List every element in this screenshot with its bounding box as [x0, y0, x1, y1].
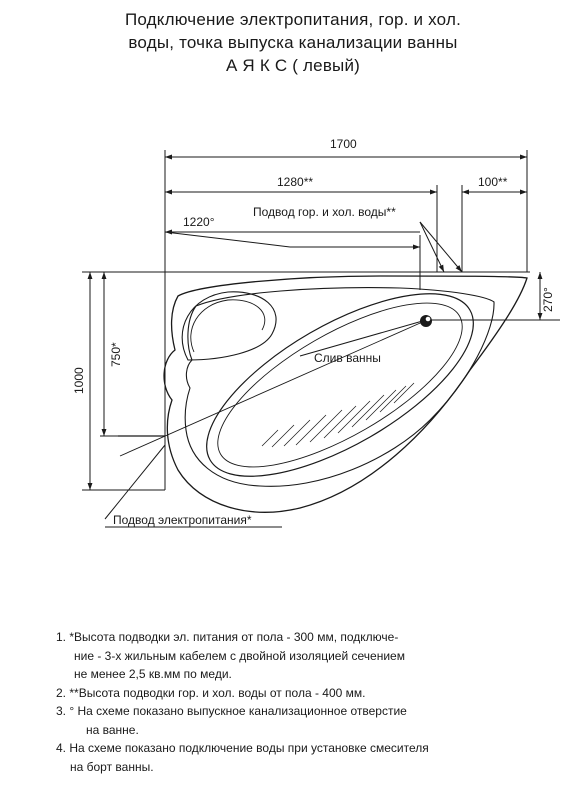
leader-drain: [299, 319, 427, 357]
note-3-line-1: ° На схеме показано выпускное канализаци…: [69, 704, 407, 718]
dim-1000: 1000: [72, 367, 86, 394]
title-line-2: воды, точка выпуска канализации ванны: [128, 33, 458, 52]
leader-water-1: [419, 221, 445, 273]
headrest-inner: [190, 299, 266, 353]
bathtub-inner-rim: [184, 287, 495, 487]
dim-100: 100**: [478, 175, 508, 189]
note-3-line-2: на ванне.: [86, 722, 139, 737]
note-1: 1. *Высота подводки эл. питания от пола …: [56, 628, 576, 684]
dim-1700: 1700: [330, 137, 357, 151]
label-water-supply: Подвод гор. и хол. воды**: [253, 205, 396, 219]
note-3-number: 3.: [56, 704, 67, 718]
dim-270: 270°: [541, 287, 555, 312]
label-power-supply: Подвод электропитания*: [113, 513, 252, 527]
note-4-number: 4.: [56, 741, 67, 755]
leader-1220: [164, 231, 291, 248]
drain-point-center: [425, 316, 431, 322]
diagonal-axis: [119, 319, 428, 457]
label-drain: Слив ванны: [314, 351, 381, 365]
note-4-line-1: На схеме показано подключение воды при у…: [69, 741, 429, 755]
drain-point-icon: [420, 315, 432, 327]
drawing-title: Подключение электропитания, гор. и хол. …: [0, 8, 586, 77]
note-2-number: 2.: [56, 685, 67, 700]
title-line-1: Подключение электропитания, гор. и хол.: [124, 10, 462, 29]
leader-water-2: [419, 221, 463, 273]
dim-750: 750*: [109, 342, 123, 367]
title-line-3: А Я К С ( левый): [225, 56, 361, 75]
note-2: 2. **Высота подводки гор. и хол. воды от…: [56, 684, 576, 703]
note-4: 4. На схеме показано подключение воды пр…: [56, 739, 576, 776]
note-1-line-2: ние - 3-х жильным кабелем с двойной изол…: [74, 648, 405, 663]
note-3: 3. ° На схеме показано выпускное канализ…: [56, 702, 576, 739]
dim-1220: 1220°: [183, 215, 215, 229]
note-1-line-3: не менее 2,5 кв.мм по меди.: [74, 667, 232, 681]
bathtub-outer-rim: [163, 275, 528, 513]
note-2-line-1: **Высота подводки гор. и хол. воды от по…: [69, 685, 366, 700]
basin-hatching: [261, 382, 415, 448]
leader-power: [104, 444, 166, 520]
dim-1280: 1280**: [277, 175, 313, 189]
bathtub-basin-inner: [217, 302, 463, 468]
bathtub-basin: [206, 293, 474, 477]
note-1-line-1: *Высота подводки эл. питания от пола - 3…: [69, 630, 399, 644]
notes-list: 1. *Высота подводки эл. питания от пола …: [56, 628, 576, 776]
note-4-line-2: на борт ванны.: [70, 759, 154, 774]
headrest: [181, 291, 277, 361]
note-1-number: 1.: [56, 630, 67, 644]
